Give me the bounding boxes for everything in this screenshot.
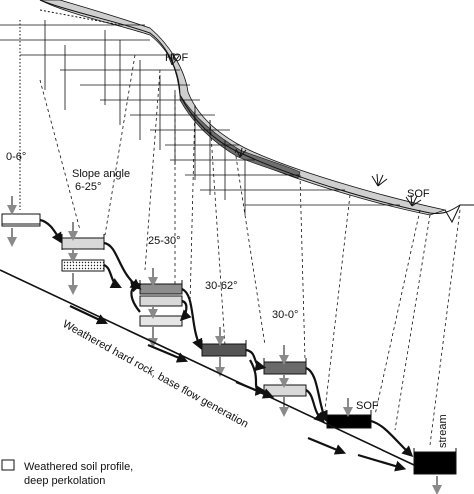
base-flow-arrows	[69, 305, 407, 472]
label-angle-30-0: 30-0°	[272, 309, 298, 321]
compartment-4-mid	[139, 283, 183, 295]
label-angle-25-30: 25-30°	[148, 235, 181, 247]
label-sof-top: SOF	[407, 188, 430, 200]
label-hof: HOF	[165, 52, 189, 64]
grass-tuft-sof-1	[371, 173, 388, 187]
percolation-arrows	[7, 196, 442, 494]
label-angle-30-62: 30-62°	[205, 280, 238, 292]
label-slope-angle: Slope angle	[72, 168, 130, 180]
grass-tuft-sof-2	[405, 194, 422, 207]
hillslope-profile	[39, 0, 474, 224]
legend-line-2: deep perkolation	[24, 475, 105, 487]
compartment-stream	[413, 451, 457, 475]
legend-swatch	[1, 459, 15, 471]
stream-notch	[444, 204, 461, 224]
label-angle-0-6: 0-6°	[6, 151, 26, 163]
compartment-9-light	[263, 384, 307, 397]
compartment-2-light	[61, 237, 105, 250]
label-angle-6-25: 6-25°	[75, 181, 101, 193]
surface-dotted-line	[39, 9, 121, 26]
lateral-flow-arrows	[39, 218, 414, 458]
legend-line-1: Weathered soil profile,	[24, 461, 133, 473]
compartment-7-dark	[201, 343, 247, 357]
compartment-5-light	[139, 295, 183, 307]
compartment-6-light	[139, 315, 183, 327]
grass-tuft-mid	[235, 147, 247, 158]
projection-lines	[39, 54, 461, 446]
soil-layer-dark	[179, 93, 301, 179]
compartment-10-black	[326, 414, 372, 429]
label-stream: stream	[437, 414, 449, 448]
ground-surface	[39, 0, 474, 214]
compartments	[1, 213, 457, 475]
bedrock-base-line	[0, 269, 415, 466]
label-sof-bottom: SOF	[356, 400, 379, 412]
compartment-8-dark	[263, 361, 307, 375]
compartment-3-dotted	[61, 259, 105, 272]
legend: Weathered soil profile, deep perkolation	[1, 459, 133, 487]
